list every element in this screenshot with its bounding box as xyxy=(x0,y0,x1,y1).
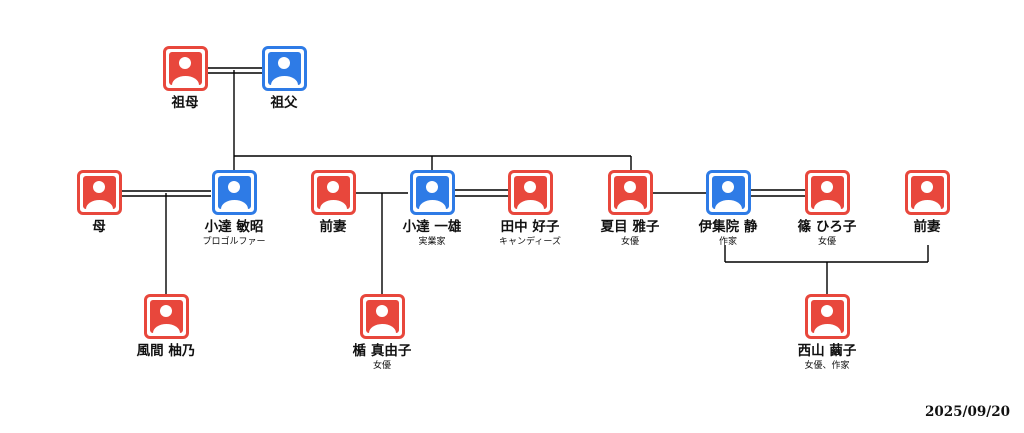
male-person-icon xyxy=(261,46,307,91)
male-person-icon xyxy=(705,170,751,215)
person-name: 風間 柚乃 xyxy=(136,343,196,359)
female-person-icon xyxy=(359,294,405,339)
female-person-icon xyxy=(804,170,850,215)
female-person-icon xyxy=(507,170,553,215)
person-role: 女優、作家 xyxy=(804,361,850,371)
person-node-grandfather: 祖父 xyxy=(234,46,334,111)
person-name: 母 xyxy=(92,219,106,235)
person-name: 篠 ひろ子 xyxy=(797,219,857,235)
person-node-yuno: 風間 柚乃 xyxy=(116,294,216,359)
person-node-grandmother: 祖母 xyxy=(135,46,235,111)
person-node-kazuo: 小達 一雄実業家 xyxy=(382,170,482,248)
person-name: 田中 好子 xyxy=(500,219,560,235)
female-person-icon xyxy=(162,46,208,91)
female-person-icon xyxy=(143,294,189,339)
person-role: キャンディーズ xyxy=(499,237,561,247)
person-node-yoshiko: 田中 好子キャンディーズ xyxy=(480,170,580,248)
person-name: 西山 繭子 xyxy=(797,343,857,359)
person-role: プロゴルファー xyxy=(202,237,266,247)
person-node-ex-wife-1: 前妻 xyxy=(283,170,383,235)
person-node-mayuko: 楯 真由子女優 xyxy=(332,294,432,372)
date-label: 2025/09/20 xyxy=(924,404,1010,420)
person-node-mother: 母 xyxy=(49,170,149,235)
person-name: 前妻 xyxy=(913,219,941,235)
person-node-ranko: 西山 繭子女優、作家 xyxy=(777,294,877,372)
person-role: 女優 xyxy=(817,237,836,247)
person-name: 祖母 xyxy=(171,95,199,111)
person-role: 女優 xyxy=(372,361,391,371)
female-person-icon xyxy=(607,170,653,215)
person-node-toshiaki: 小達 敏昭プロゴルファー xyxy=(184,170,284,248)
male-person-icon xyxy=(409,170,455,215)
person-role: 女優 xyxy=(620,237,639,247)
female-person-icon xyxy=(76,170,122,215)
person-name: 楯 真由子 xyxy=(352,343,412,359)
person-role: 作家 xyxy=(718,237,737,247)
female-person-icon xyxy=(804,294,850,339)
person-node-hiroko: 篠 ひろ子女優 xyxy=(777,170,877,248)
person-role: 実業家 xyxy=(418,237,446,247)
person-name: 伊集院 静 xyxy=(698,219,758,235)
female-person-icon xyxy=(310,170,356,215)
person-name: 夏目 雅子 xyxy=(600,219,660,235)
person-name: 小達 敏昭 xyxy=(204,219,264,235)
person-name: 祖父 xyxy=(270,95,298,111)
person-node-shizuka: 伊集院 静作家 xyxy=(678,170,778,248)
female-person-icon xyxy=(904,170,950,215)
person-name: 前妻 xyxy=(319,219,347,235)
male-person-icon xyxy=(211,170,257,215)
person-node-masako: 夏目 雅子女優 xyxy=(580,170,680,248)
person-name: 小達 一雄 xyxy=(402,219,462,235)
person-node-ex-wife-2: 前妻 xyxy=(877,170,977,235)
